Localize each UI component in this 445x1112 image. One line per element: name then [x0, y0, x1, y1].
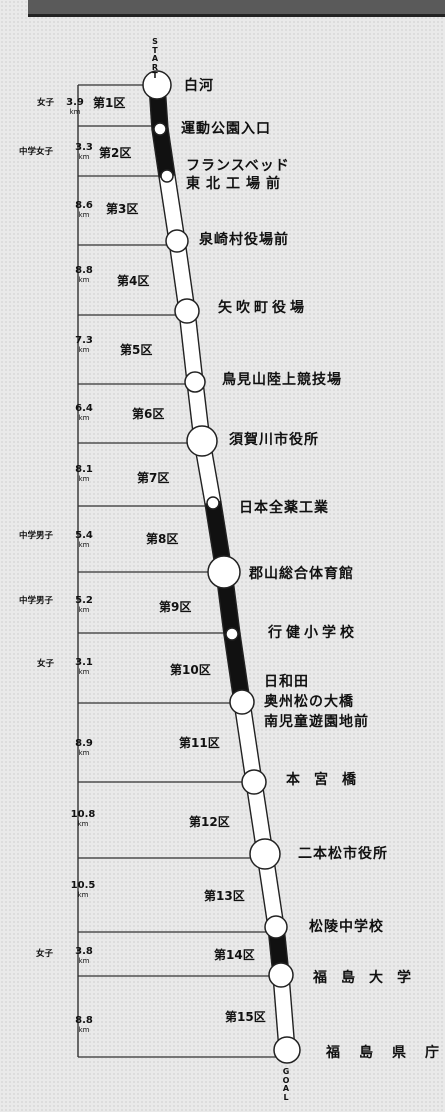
stop-name-oshu-matsu: 奥州松の大橋	[264, 694, 354, 710]
stop-marker-13	[249, 838, 281, 870]
section-label-3: 第3区	[106, 202, 139, 216]
stop-name-koriyama: 郡山総合体育館	[249, 566, 354, 582]
stop-marker-14	[264, 915, 288, 939]
stop-marker-9	[207, 555, 241, 589]
section-label-9: 第9区	[159, 600, 192, 614]
section-category-8: 中学男子	[19, 531, 54, 541]
section-label-10: 第10区	[170, 663, 211, 677]
section-label-6: 第6区	[132, 407, 165, 421]
stop-name-motomiya: 本宮橋	[286, 772, 370, 788]
stop-name-kouken: 行健小学校	[268, 625, 358, 641]
section-category-9: 中学男子	[19, 596, 54, 606]
stop-marker-12	[241, 769, 267, 795]
stop-name-undo-koen: 運動公園入口	[181, 121, 271, 137]
route-segment-2	[151, 127, 176, 178]
section-label-5: 第5区	[120, 343, 153, 357]
stop-name-izumizaki: 泉崎村役場前	[199, 232, 289, 248]
stop-name-minami-jido: 南児童遊園地前	[264, 714, 369, 730]
stop-name-kencho: 福島県庁	[326, 1045, 445, 1061]
stop-markers	[142, 70, 301, 1064]
stop-name-francebed: フランスベッド	[186, 158, 290, 174]
stop-marker-1	[142, 70, 172, 100]
stop-name-nihon-zenyaku: 日本全薬工業	[239, 500, 329, 516]
section-label-13: 第13区	[204, 889, 245, 903]
section-label-8: 第8区	[146, 532, 179, 546]
section-category-2: 中学女子	[19, 147, 54, 157]
stop-marker-10	[225, 627, 239, 641]
stop-name-hiwada: 日和田	[264, 674, 309, 690]
distance-ruler	[77, 84, 281, 1058]
route-path	[148, 83, 296, 1052]
stop-name-nihonmatsu: 二本松市役所	[298, 846, 388, 862]
stop-marker-16	[273, 1036, 301, 1064]
stop-name-sukagawa: 須賀川市役所	[229, 432, 319, 448]
section-label-12: 第12区	[189, 815, 230, 829]
stop-marker-7	[186, 425, 218, 457]
section-label-7: 第7区	[137, 471, 170, 485]
stop-marker-11	[229, 689, 255, 715]
stop-marker-15	[268, 962, 294, 988]
stop-name-yabuki: 矢吹町役場	[218, 300, 308, 316]
stop-name-shirakawa: 白河	[184, 78, 214, 94]
section-label-1: 第1区	[93, 96, 126, 110]
stop-name-shoryo: 松陵中学校	[309, 919, 384, 935]
section-label-2: 第2区	[99, 146, 132, 160]
header-bar-edge	[28, 14, 445, 17]
section-label-4: 第4区	[117, 274, 150, 288]
stop-name-francebed-2: 東北工場前	[186, 176, 286, 192]
section-label-14: 第14区	[214, 948, 255, 962]
header-bar	[28, 0, 445, 16]
stop-marker-2	[153, 122, 167, 136]
section-category-1: 女子	[37, 98, 55, 108]
stop-marker-5	[174, 298, 200, 324]
stop-name-tobimiyama: 鳥見山陸上競技場	[222, 372, 342, 388]
stop-name-fukushima-univ: 福島大学	[313, 970, 425, 986]
stop-marker-6	[184, 371, 206, 393]
section-category-14: 女子	[36, 949, 54, 959]
section-label-15: 第15区	[225, 1010, 266, 1024]
stop-marker-4	[165, 229, 189, 253]
section-label-11: 第11区	[179, 736, 220, 750]
stop-marker-8	[206, 496, 220, 510]
section-category-10: 女子	[37, 659, 55, 669]
stop-marker-3	[160, 169, 174, 183]
